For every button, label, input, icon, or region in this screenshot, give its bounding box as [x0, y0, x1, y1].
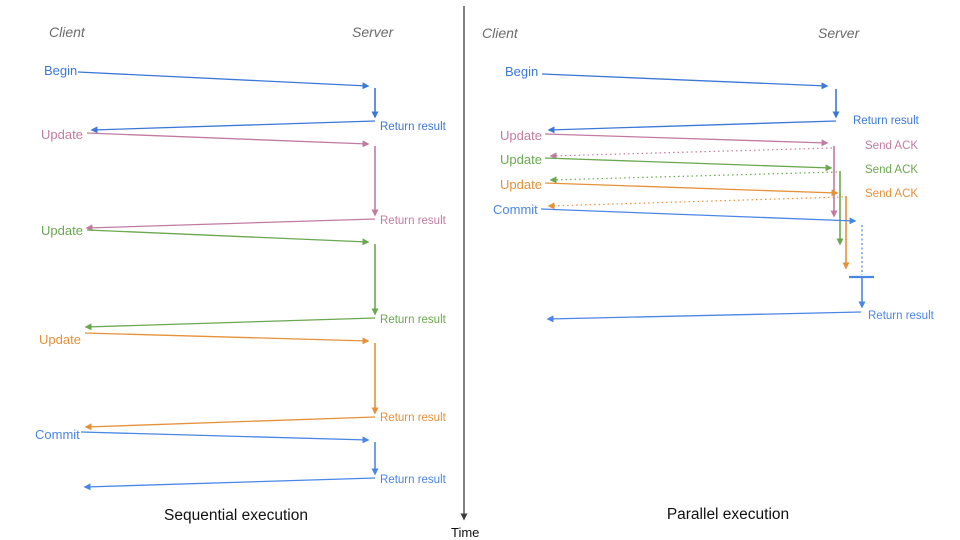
server-header: Server [352, 24, 395, 40]
response-label: Return result [868, 310, 935, 322]
message-label: Commit [493, 202, 538, 217]
request-arrow [541, 73, 829, 90]
return-arrow [90, 120, 376, 134]
message-label: Update [39, 332, 81, 347]
ack-dotted-arrow [549, 171, 838, 184]
message-label: Update [500, 152, 542, 167]
return-arrow [546, 311, 862, 323]
response-label: Send ACK [865, 188, 918, 200]
response-label: Send ACK [865, 164, 918, 176]
return-arrow [83, 477, 376, 491]
request-arrow [544, 182, 839, 197]
response-label: Return result [853, 115, 920, 127]
message-label: Update [500, 177, 542, 192]
return-arrow [84, 416, 376, 431]
request-arrow [544, 133, 829, 147]
client-header: Client [482, 25, 519, 41]
return-arrow [84, 317, 376, 331]
message-label: Update [41, 127, 83, 142]
request-arrow [540, 208, 857, 225]
request-arrow [544, 157, 833, 172]
message-label: Commit [35, 427, 80, 442]
response-label: Send ACK [865, 140, 918, 152]
time-axis-label: Time [451, 525, 479, 540]
response-label: Return result [380, 121, 447, 133]
request-arrow [80, 431, 370, 444]
ack-dotted-arrow [547, 196, 844, 210]
client-header: Client [49, 24, 86, 40]
response-label: Return result [380, 412, 447, 424]
message-label: Begin [44, 63, 77, 78]
message-label: Update [41, 223, 83, 238]
request-arrow [86, 132, 370, 148]
panel-caption: Sequential execution [164, 507, 308, 524]
response-label: Return result [380, 314, 447, 326]
request-arrow [84, 332, 370, 345]
return-arrow [547, 120, 837, 134]
request-arrow [77, 71, 370, 90]
message-label: Update [500, 128, 542, 143]
message-label: Begin [505, 64, 538, 79]
server-header: Server [818, 25, 861, 41]
request-arrow [86, 229, 370, 246]
panel-caption: Parallel execution [667, 506, 789, 523]
response-label: Return result [380, 215, 447, 227]
return-arrow [85, 218, 376, 232]
time-axis: Time [451, 6, 479, 540]
ack-dotted-arrow [549, 147, 833, 160]
response-label: Return result [380, 474, 447, 486]
